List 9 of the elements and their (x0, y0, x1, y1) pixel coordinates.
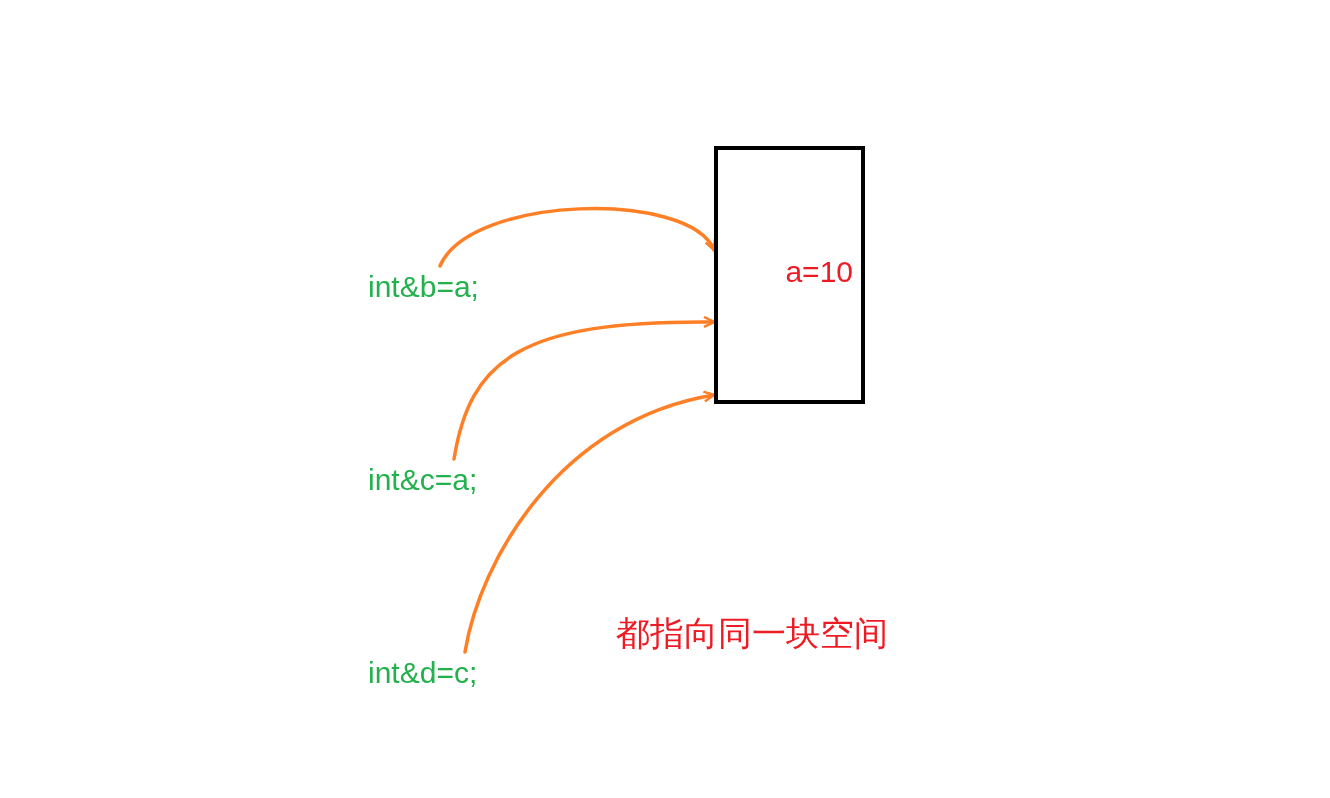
arrow (452, 315, 716, 461)
arrow (438, 207, 716, 268)
value-text: a=10 (785, 253, 853, 290)
code-text: int&d=c; (368, 652, 528, 694)
memory-box (714, 146, 865, 404)
arrow (463, 391, 716, 654)
note-text: 都指向同一块空间 (616, 612, 888, 655)
code-text: int&b=a; (368, 266, 528, 308)
code-text: int&c=a; (368, 459, 528, 501)
